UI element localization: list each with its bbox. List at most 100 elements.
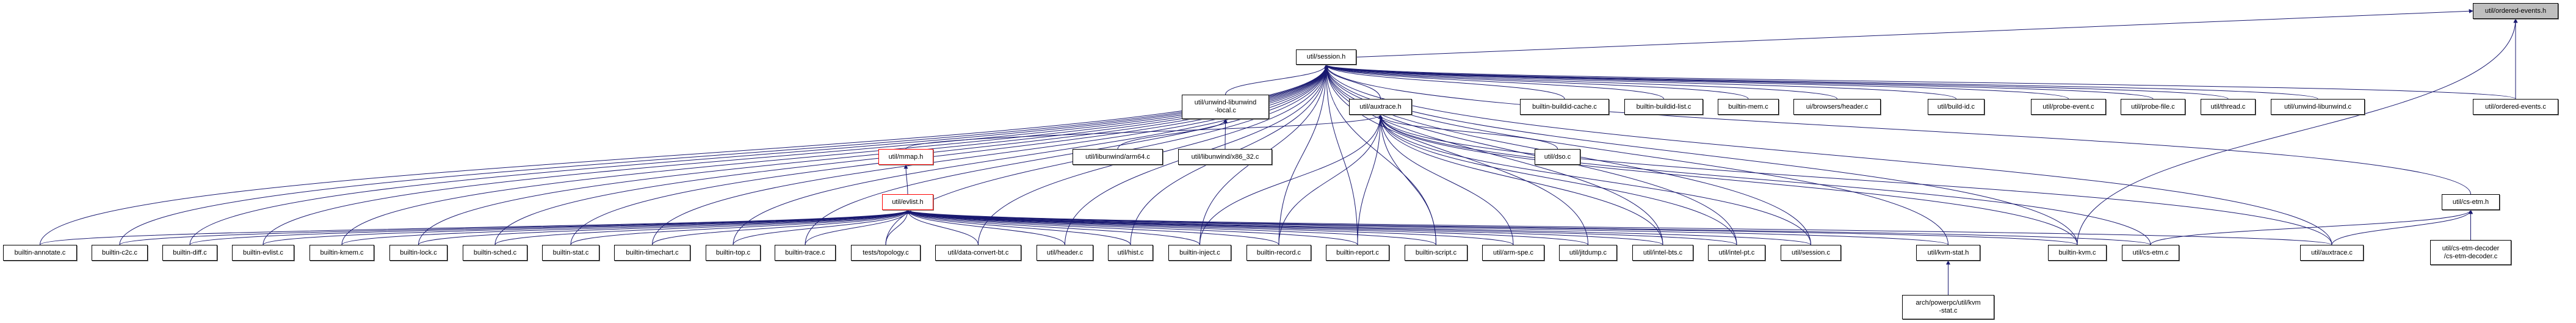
node-label: builtin-sched.c xyxy=(473,249,517,256)
node-timechart[interactable]: builtin-timechart.c xyxy=(614,245,690,261)
node-arm-spe[interactable]: util/arm-spe.c xyxy=(1482,245,1544,261)
node-builtin-kvm[interactable]: builtin-kvm.c xyxy=(2048,245,2107,261)
node-buildid-cache[interactable]: builtin-buildid-cache.c xyxy=(1520,99,1609,115)
node-script[interactable]: builtin-script.c xyxy=(1405,245,1467,261)
edge-builtin_kvm-to-oe_h xyxy=(2077,18,2518,245)
node-c2c[interactable]: builtin-c2c.c xyxy=(92,245,148,261)
node-kvm-stat-c[interactable]: arch/powerpc/util/kvm -stat.c xyxy=(1902,295,1994,319)
node-label: util/mmap.h xyxy=(888,153,924,161)
edge-buildid_list-to-session_h xyxy=(1324,64,1664,100)
node-data-convert[interactable]: util/data-convert-bt.c xyxy=(935,245,1021,261)
edge-unwind-to-session_h xyxy=(1324,64,2318,100)
edge-session_c-to-evlist_h xyxy=(905,209,1811,245)
node-inject[interactable]: builtin-inject.c xyxy=(1168,245,1231,261)
node-build-id[interactable]: util/build-id.c xyxy=(1928,99,1984,115)
node-evlist-c[interactable]: builtin-evlist.c xyxy=(232,245,294,261)
edge-inject-to-evlist_h xyxy=(905,209,1200,245)
node-top[interactable]: builtin-top.c xyxy=(706,245,761,261)
node-label: builtin-top.c xyxy=(715,249,751,256)
node-oe-h[interactable]: util/ordered-events.h xyxy=(2473,3,2558,19)
edge-stat-to-session_h xyxy=(570,64,1328,245)
edge-builtin_mem-to-session_h xyxy=(1324,64,1749,100)
node-label: util/probe-event.c xyxy=(2042,103,2094,111)
node-x86-32[interactable]: util/libunwind/x86_32.c xyxy=(1178,149,1272,165)
node-label: builtin-lock.c xyxy=(400,249,437,256)
node-cs-etm-decoder[interactable]: util/cs-etm-decoder /cs-etm-decoder.c xyxy=(2430,240,2511,265)
node-auxtrace-h[interactable]: util/auxtrace.h xyxy=(1349,99,1412,115)
edge-session_h-to-oe_h xyxy=(1356,9,2473,57)
node-cs-etm-c[interactable]: util/cs-etm.c xyxy=(2122,245,2179,261)
node-label: util/libunwind/arm64.c xyxy=(1085,153,1150,161)
node-evlist-h[interactable]: util/evlist.h xyxy=(882,194,933,210)
edge-builtin_kvm-to-session_h xyxy=(1324,64,2078,245)
edge-build_id-to-session_h xyxy=(1324,64,1956,100)
edge-cs_etm_c-to-evlist_h xyxy=(905,209,2151,245)
node-builtin-mem[interactable]: builtin-mem.c xyxy=(1718,99,1779,115)
edge-cs_etm_h-to-session_h xyxy=(1324,64,2471,195)
node-probe-file[interactable]: util/probe-file.c xyxy=(2121,99,2185,115)
node-unwind-local[interactable]: util/unwind-libunwind -local.c xyxy=(1182,95,1269,119)
edge-stat-to-evlist_h xyxy=(570,209,910,245)
node-auxtrace-c[interactable]: util/auxtrace.c xyxy=(2300,245,2364,261)
node-buildid-list[interactable]: builtin-buildid-list.c xyxy=(1624,99,1703,115)
node-label: util/unwind-libunwind.c xyxy=(2284,103,2352,111)
node-label: util/intel-bts.c xyxy=(1643,249,1683,256)
edge-buildid_cache-to-session_h xyxy=(1324,64,1565,100)
edge-evlist_c-to-session_h xyxy=(262,64,1328,245)
edge-auxtrace_c-to-session_h xyxy=(1324,64,2332,245)
node-mmap-h[interactable]: util/mmap.h xyxy=(878,149,933,165)
edge-annotate-to-evlist_h xyxy=(40,209,910,245)
edge-auxtrace_c-to-evlist_h xyxy=(906,209,2332,245)
edge-auxtrace_c-to-auxtrace_h xyxy=(1378,114,2332,245)
node-kvm-stat-h[interactable]: util/kvm-stat.h xyxy=(1916,245,1980,261)
edge-report-to-session_h xyxy=(1324,64,1358,245)
node-jitdump[interactable]: util/jitdump.c xyxy=(1559,245,1617,261)
node-ui-header[interactable]: ui/browsers/header.c xyxy=(1793,99,1881,115)
edge-kmem-to-evlist_h xyxy=(341,209,910,245)
node-kmem[interactable]: builtin-kmem.c xyxy=(309,245,374,261)
node-session-h[interactable]: util/session.h xyxy=(1296,49,1356,65)
node-unwind[interactable]: util/unwind-libunwind.c xyxy=(2271,99,2365,115)
edge-ui_header-to-session_h xyxy=(1324,64,1837,100)
edge-script-to-auxtrace_h xyxy=(1378,114,1436,245)
edge-record-to-auxtrace_h xyxy=(1278,114,1383,245)
node-label: util/build-id.c xyxy=(1937,103,1975,111)
edge-unwind_local-to-session_h xyxy=(1225,64,1328,95)
node-label: builtin-mem.c xyxy=(1728,103,1768,111)
edge-dso-to-auxtrace_h xyxy=(1378,114,1558,150)
edge-topology-to-evlist_h xyxy=(885,209,910,245)
node-lock[interactable]: builtin-lock.c xyxy=(389,245,447,261)
edge-header-to-evlist_h xyxy=(905,209,1065,245)
node-label: util/auxtrace.c xyxy=(2311,249,2353,256)
node-label: builtin-timechart.c xyxy=(626,249,679,256)
node-trace[interactable]: builtin-trace.c xyxy=(775,245,836,261)
node-topology[interactable]: tests/topology.c xyxy=(851,245,921,261)
node-annotate[interactable]: builtin-annotate.c xyxy=(3,245,77,261)
node-diff[interactable]: builtin-diff.c xyxy=(162,245,217,261)
node-label: builtin-stat.c xyxy=(552,249,589,256)
node-hist[interactable]: util/hist.c xyxy=(1108,245,1153,261)
edge-intel_pt-to-session_h xyxy=(1324,64,1737,245)
node-record[interactable]: builtin-record.c xyxy=(1246,245,1311,261)
node-arm64[interactable]: util/libunwind/arm64.c xyxy=(1073,149,1163,165)
node-sched[interactable]: builtin-sched.c xyxy=(463,245,527,261)
node-dso[interactable]: util/dso.c xyxy=(1535,149,1580,165)
node-session-c[interactable]: util/session.c xyxy=(1781,245,1841,261)
edge-script-to-evlist_h xyxy=(905,209,1436,245)
node-label: util/cs-etm.h xyxy=(2452,198,2489,206)
node-label: util/jitdump.c xyxy=(1569,249,1607,256)
edge-cs_etm_c-to-cs_etm_h xyxy=(2150,209,2473,245)
edge-top-to-session_h xyxy=(733,64,1328,245)
node-report[interactable]: builtin-report.c xyxy=(1326,245,1389,261)
node-stat[interactable]: builtin-stat.c xyxy=(542,245,599,261)
node-intel-bts[interactable]: util/intel-bts.c xyxy=(1632,245,1693,261)
node-thread[interactable]: util/thread.c xyxy=(2201,99,2256,115)
edge-jitdump-to-evlist_h xyxy=(905,209,1588,245)
node-cs-etm-h[interactable]: util/cs-etm.h xyxy=(2442,194,2500,210)
edge-auxtrace_c-to-cs_etm_h xyxy=(2331,209,2473,245)
node-oe-c[interactable]: util/ordered-events.c xyxy=(2473,99,2558,115)
node-header[interactable]: util/header.c xyxy=(1037,245,1093,261)
node-intel-pt[interactable]: util/intel-pt.c xyxy=(1708,245,1765,261)
node-probe-event[interactable]: util/probe-event.c xyxy=(2031,99,2106,115)
